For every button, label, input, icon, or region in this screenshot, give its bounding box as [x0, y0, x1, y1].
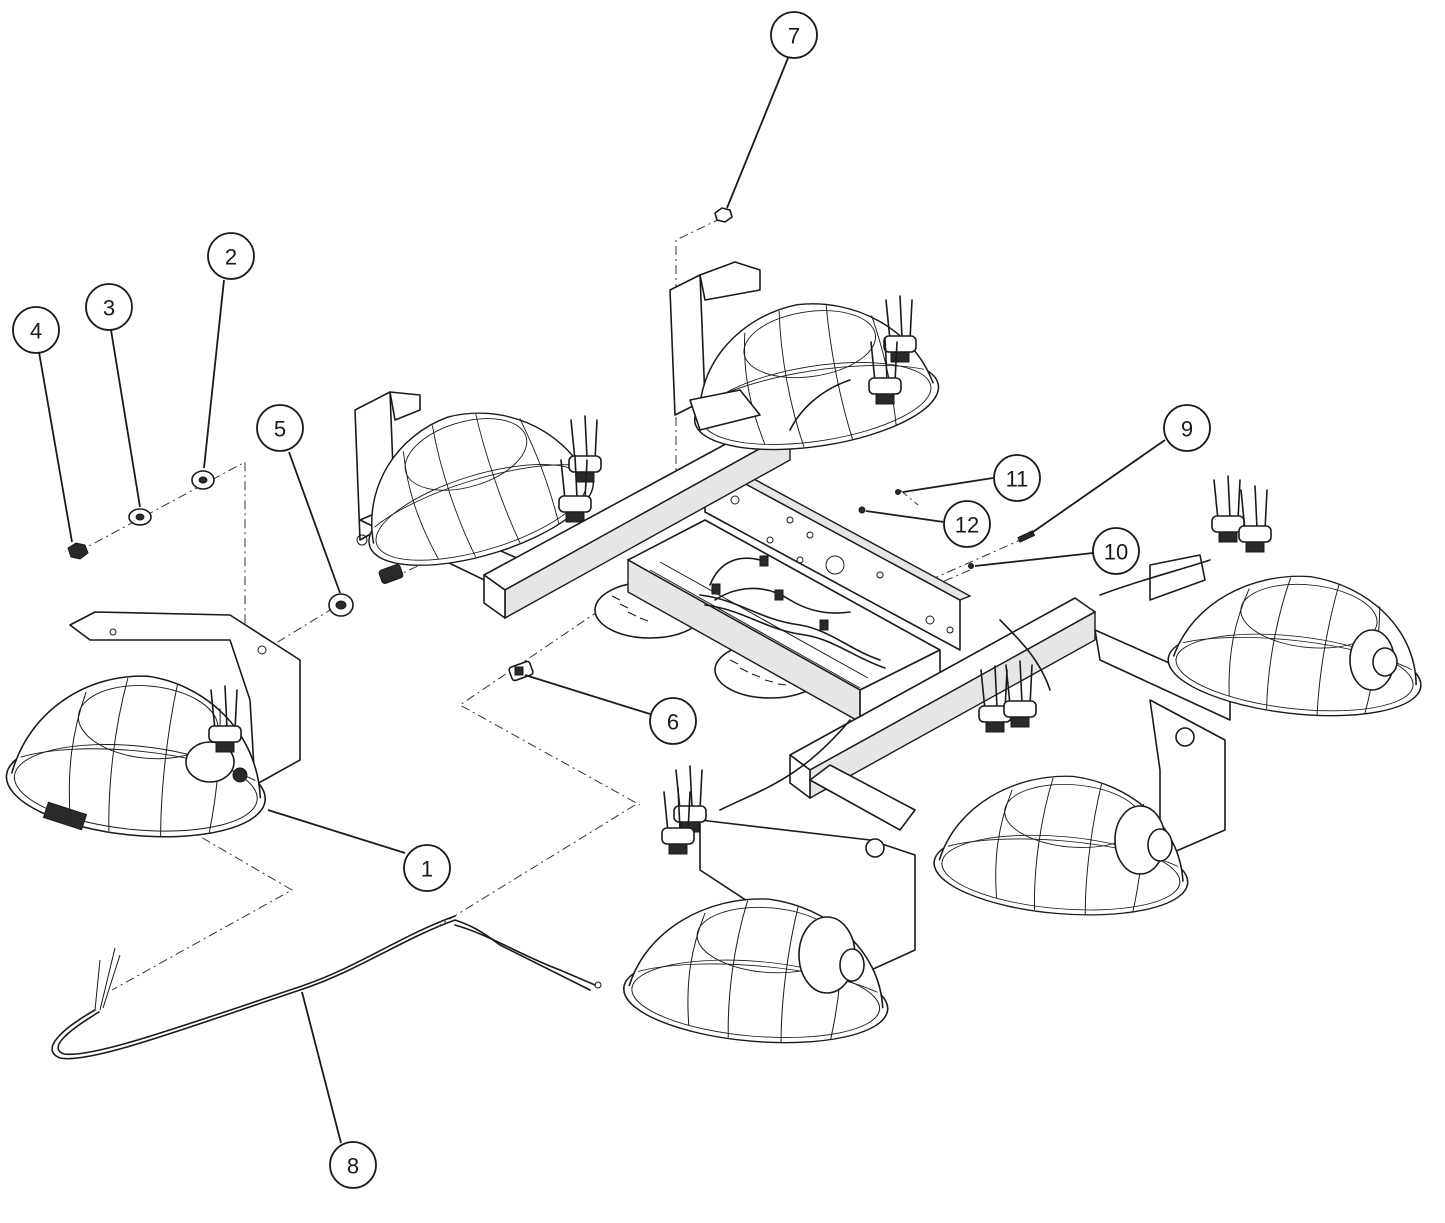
callout-label: 1 [421, 857, 433, 882]
callout-label: 6 [667, 710, 679, 735]
callout-label: 3 [103, 296, 115, 321]
callout-label: 9 [1181, 417, 1193, 442]
upper-left-arm [336, 382, 791, 620]
callout-3: 3 [85, 283, 133, 331]
callout-label: 4 [30, 319, 42, 344]
callout-label: 8 [347, 1154, 359, 1179]
callout-label: 2 [225, 245, 237, 270]
hardware [67, 207, 1036, 682]
callout-9: 9 [1163, 404, 1211, 452]
top-arm [669, 261, 948, 466]
callout-label: 5 [274, 417, 286, 442]
callout-1: 1 [403, 844, 451, 892]
callout-4: 4 [12, 306, 60, 354]
callout-leaders [38, 57, 1166, 1144]
callout-7: 7 [770, 11, 818, 59]
callout-10: 10 [1092, 527, 1140, 575]
center-frame [594, 457, 972, 724]
callout-label: 10 [1104, 540, 1128, 565]
wiring-harness-cable [51, 915, 602, 1060]
callout-2: 2 [207, 232, 255, 280]
callout-12: 12 [943, 500, 991, 548]
right-arm [617, 475, 1438, 1054]
callout-8: 8 [329, 1141, 377, 1189]
callout-label: 12 [955, 513, 979, 538]
callout-label: 7 [788, 24, 800, 49]
callout-6: 6 [649, 697, 697, 745]
loose-lamp-assembly [0, 611, 301, 849]
callout-label: 11 [1006, 467, 1029, 492]
callout-5: 5 [256, 404, 304, 452]
callout-11: 11 [993, 454, 1041, 502]
